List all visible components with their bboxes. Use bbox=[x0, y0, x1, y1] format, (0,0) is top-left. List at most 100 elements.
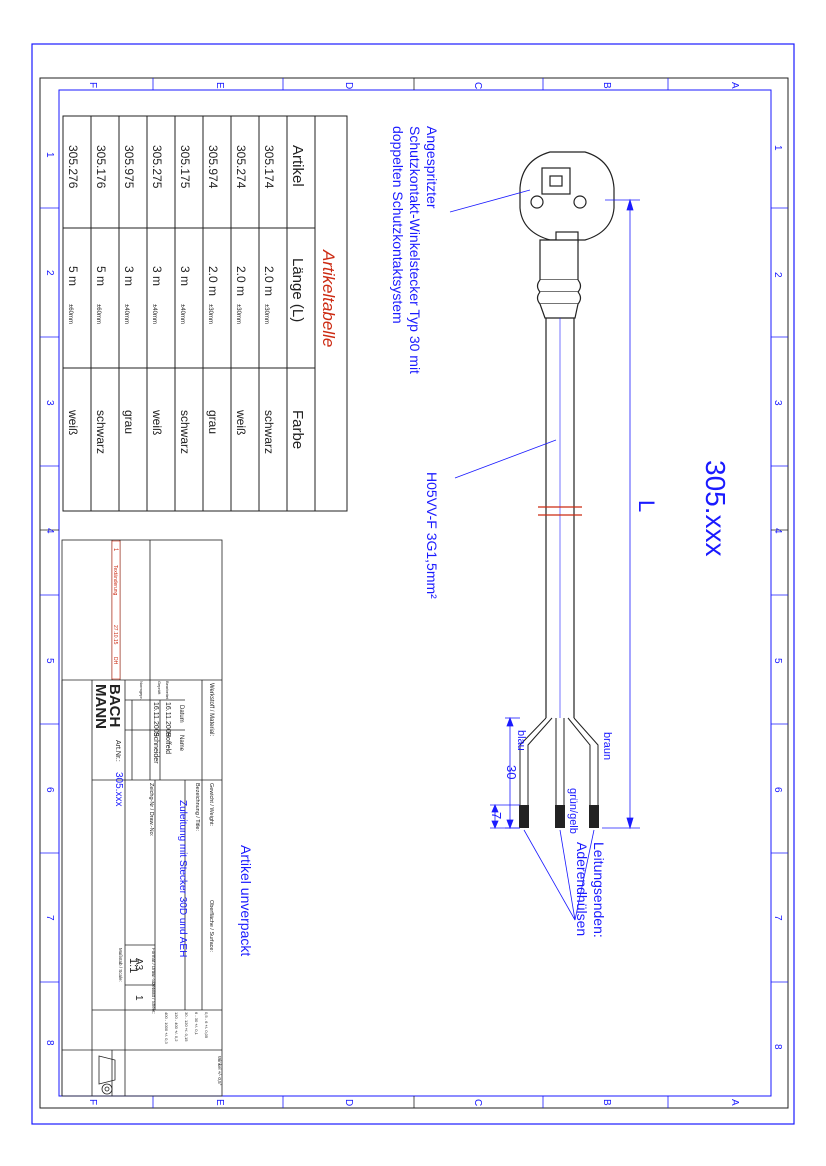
cell-laenge: 3 m bbox=[178, 266, 192, 286]
frame-number-1-right: 1 bbox=[772, 145, 783, 151]
frame-number-2-right: 2 bbox=[772, 272, 783, 278]
tb-name-1: Hoffeld bbox=[164, 732, 171, 754]
cell-farbe: grau bbox=[122, 410, 136, 434]
cell-artikel: 305.974 bbox=[206, 145, 220, 189]
frame-number-3-right: 3 bbox=[772, 400, 783, 406]
frame-letter-c-bottom: C bbox=[472, 1099, 483, 1106]
cell-farbe: schwarz bbox=[262, 410, 276, 454]
plug-label-line-1: Angespritzter bbox=[424, 126, 440, 209]
cable bbox=[545, 318, 575, 718]
wire-label-braun: braun bbox=[601, 732, 613, 760]
frame-letter-d-bottom: D bbox=[343, 1099, 354, 1106]
frame-number-6-right: 6 bbox=[772, 787, 783, 793]
tol-row-3: 30 - 120 +/- 0,15 bbox=[184, 1012, 189, 1042]
frame-letter-e-top: E bbox=[214, 82, 225, 89]
cell-laenge: 5 m bbox=[66, 266, 80, 286]
ends-label-line-1: Leitungsenden: bbox=[591, 842, 607, 938]
cell-artikel: 305.975 bbox=[122, 145, 136, 189]
cell-artikel: 305.274 bbox=[234, 145, 248, 189]
cell-farbe: schwarz bbox=[178, 410, 192, 454]
frame-number-4-right: 4 bbox=[772, 528, 783, 534]
plug-label-line-2: Schutzkontakt-Winkelstecker Typ 30 mit bbox=[407, 126, 423, 374]
cell-tol: ±40mm bbox=[179, 304, 185, 324]
tb-datum-label: Datum bbox=[178, 705, 184, 723]
cell-artikel: 305.276 bbox=[66, 145, 80, 189]
ends-label-line-2: Aderendhülsen bbox=[574, 842, 590, 936]
cell-laenge: 2.0 m bbox=[262, 266, 276, 296]
cell-farbe: weiß bbox=[234, 409, 248, 435]
header-farbe: Farbe bbox=[289, 410, 306, 449]
cell-artikel: 305.275 bbox=[150, 145, 164, 189]
article-table bbox=[62, 115, 348, 512]
tb-norm-label: Normgepr. bbox=[139, 681, 144, 700]
tol-row-2: 6 - 30 +/- 0,1 bbox=[194, 1012, 199, 1036]
tb-werkstoff: Werkstoff / Material: bbox=[208, 683, 214, 736]
cable-break-mark bbox=[538, 506, 582, 516]
cell-artikel: 305.175 bbox=[178, 145, 192, 189]
cell-tol: ±40mm bbox=[151, 304, 157, 324]
cell-farbe: weiß bbox=[66, 409, 80, 435]
tb-tol-header: Winkel +/- 0,5° bbox=[217, 1056, 222, 1086]
tb-format-label: Format / Draw.-Size: bbox=[151, 948, 156, 989]
bachmann-logo: BACH MANN bbox=[92, 684, 123, 729]
wire-ferrules bbox=[519, 805, 599, 828]
header-laenge: Länge (L) bbox=[289, 258, 306, 322]
tb-oberflaeche: Oberfläche / Surface: bbox=[208, 900, 214, 952]
leader-lines bbox=[449, 189, 595, 921]
tb-massstab-value: 1:1 bbox=[127, 958, 139, 973]
cell-artikel: 305.176 bbox=[94, 145, 108, 189]
change-text: Textänderung bbox=[112, 565, 118, 596]
change-row: 1 Textänderung 27.10.15 DH bbox=[111, 540, 121, 680]
frame-letter-d-top: D bbox=[343, 82, 354, 89]
tb-bearb-label: Bearbeitet bbox=[165, 681, 170, 700]
plug-icon bbox=[519, 151, 615, 319]
tb-artnr-value: 305.xxx bbox=[113, 772, 124, 806]
cell-tol: ±40mm bbox=[123, 304, 129, 324]
cell-tol: ±30mm bbox=[207, 304, 213, 324]
dimension-l bbox=[602, 198, 640, 830]
wire-label-blau: blau bbox=[515, 730, 527, 751]
frame-letter-b-bottom: B bbox=[601, 1099, 612, 1106]
frame-number-5-left: 5 bbox=[44, 658, 55, 664]
frame-letter-e-bottom: E bbox=[214, 1099, 225, 1106]
frame-inner bbox=[58, 89, 772, 1097]
tb-zeichnr: Zeichg-Nr / Draw.-No: bbox=[148, 783, 154, 837]
tb-artnr-label: Art.Nr.: bbox=[114, 740, 121, 762]
change-index: 1 bbox=[112, 548, 118, 552]
frame-number-1-left: 1 bbox=[44, 152, 55, 158]
frame-number-2-left: 2 bbox=[44, 270, 55, 276]
tol-row-1: 0,5 - 6 +/- 0,05 bbox=[204, 1012, 209, 1039]
cell-farbe: schwarz bbox=[94, 410, 108, 454]
tb-name-2: Schneider bbox=[152, 732, 159, 764]
cell-tol: ±30mm bbox=[263, 304, 269, 324]
dimension-7-label: 7 bbox=[489, 812, 504, 819]
cable-label: H05VV-F 3G1,5mm² bbox=[424, 472, 440, 599]
wire-ends bbox=[519, 717, 599, 805]
cell-farbe: weiß bbox=[150, 409, 164, 435]
cell-artikel: 305.174 bbox=[262, 145, 276, 189]
tol-row-5: 400 - 1000 +/- 0,3 bbox=[164, 1012, 169, 1044]
frame-letter-c-top: C bbox=[472, 82, 483, 89]
cell-farbe: grau bbox=[206, 410, 220, 434]
frame-number-8-left: 8 bbox=[44, 1040, 55, 1046]
cell-tol: ±60mm bbox=[95, 304, 101, 324]
change-date: 27.10.15 bbox=[112, 625, 118, 645]
frame-letter-b-top: B bbox=[601, 82, 612, 89]
outer-border bbox=[31, 43, 795, 1125]
frame-grid-ticks bbox=[40, 78, 788, 1108]
frame-number-6-left: 6 bbox=[44, 787, 55, 793]
tb-bezeichnung: Bezeichnung / Title: bbox=[194, 783, 200, 831]
frame-number-5-right: 5 bbox=[772, 658, 783, 664]
frame-letter-a-top: A bbox=[729, 82, 740, 89]
cell-tol: ±30mm bbox=[235, 304, 241, 324]
tb-name-label: Name bbox=[178, 735, 184, 752]
wire-label-gruengelb: grün/gelb bbox=[567, 788, 579, 834]
change-name: DH bbox=[112, 657, 118, 665]
tb-datum-1: 16.11.2009 bbox=[164, 702, 171, 737]
logo-line-2: MANN bbox=[92, 684, 109, 729]
frame-number-7-left: 7 bbox=[44, 915, 55, 921]
frame-number-7-right: 7 bbox=[772, 915, 783, 921]
